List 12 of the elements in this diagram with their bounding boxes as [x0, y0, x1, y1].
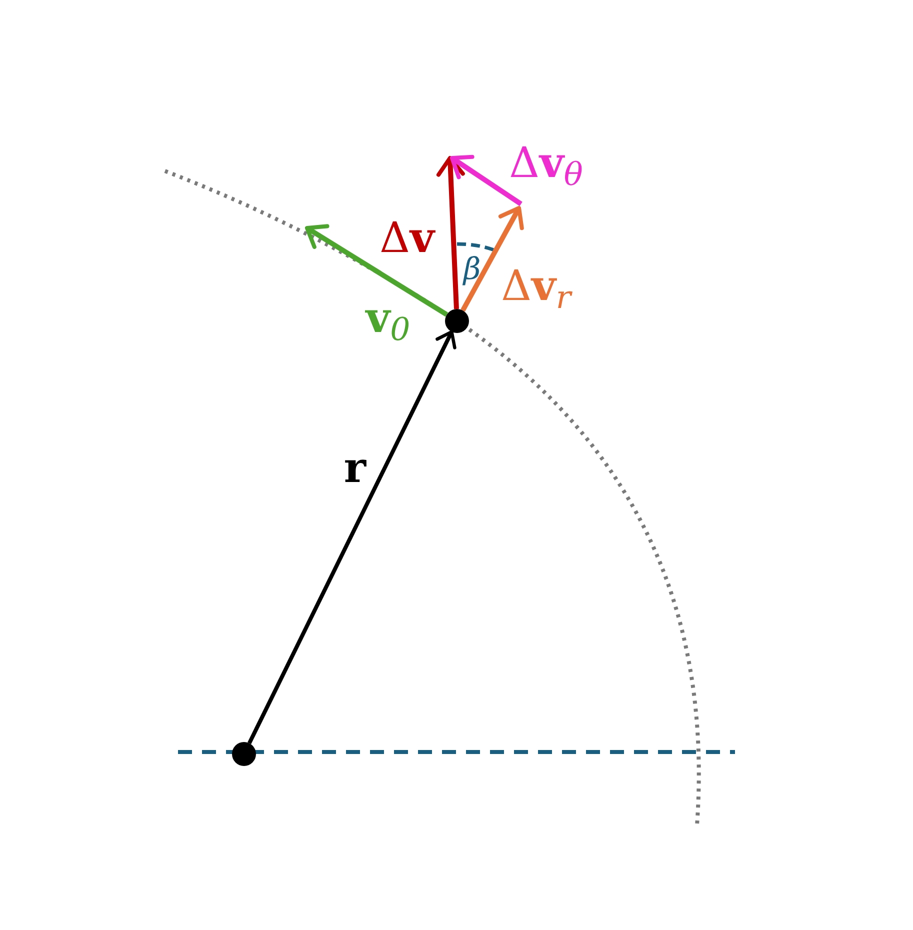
arrow [248, 330, 456, 744]
vector-label: Δv$_{r}$ [501, 265, 571, 307]
vector-label: v$_{0}$ [366, 297, 410, 339]
arrow [304, 224, 448, 317]
point [232, 742, 256, 766]
arrow [460, 206, 524, 312]
vector-label: Δv [380, 217, 434, 259]
vector-label: Δv$_{θ}$ [509, 142, 583, 184]
point [445, 309, 469, 333]
vector-label: r [344, 447, 366, 489]
arrow [436, 156, 465, 310]
angle-label: β [463, 255, 481, 285]
